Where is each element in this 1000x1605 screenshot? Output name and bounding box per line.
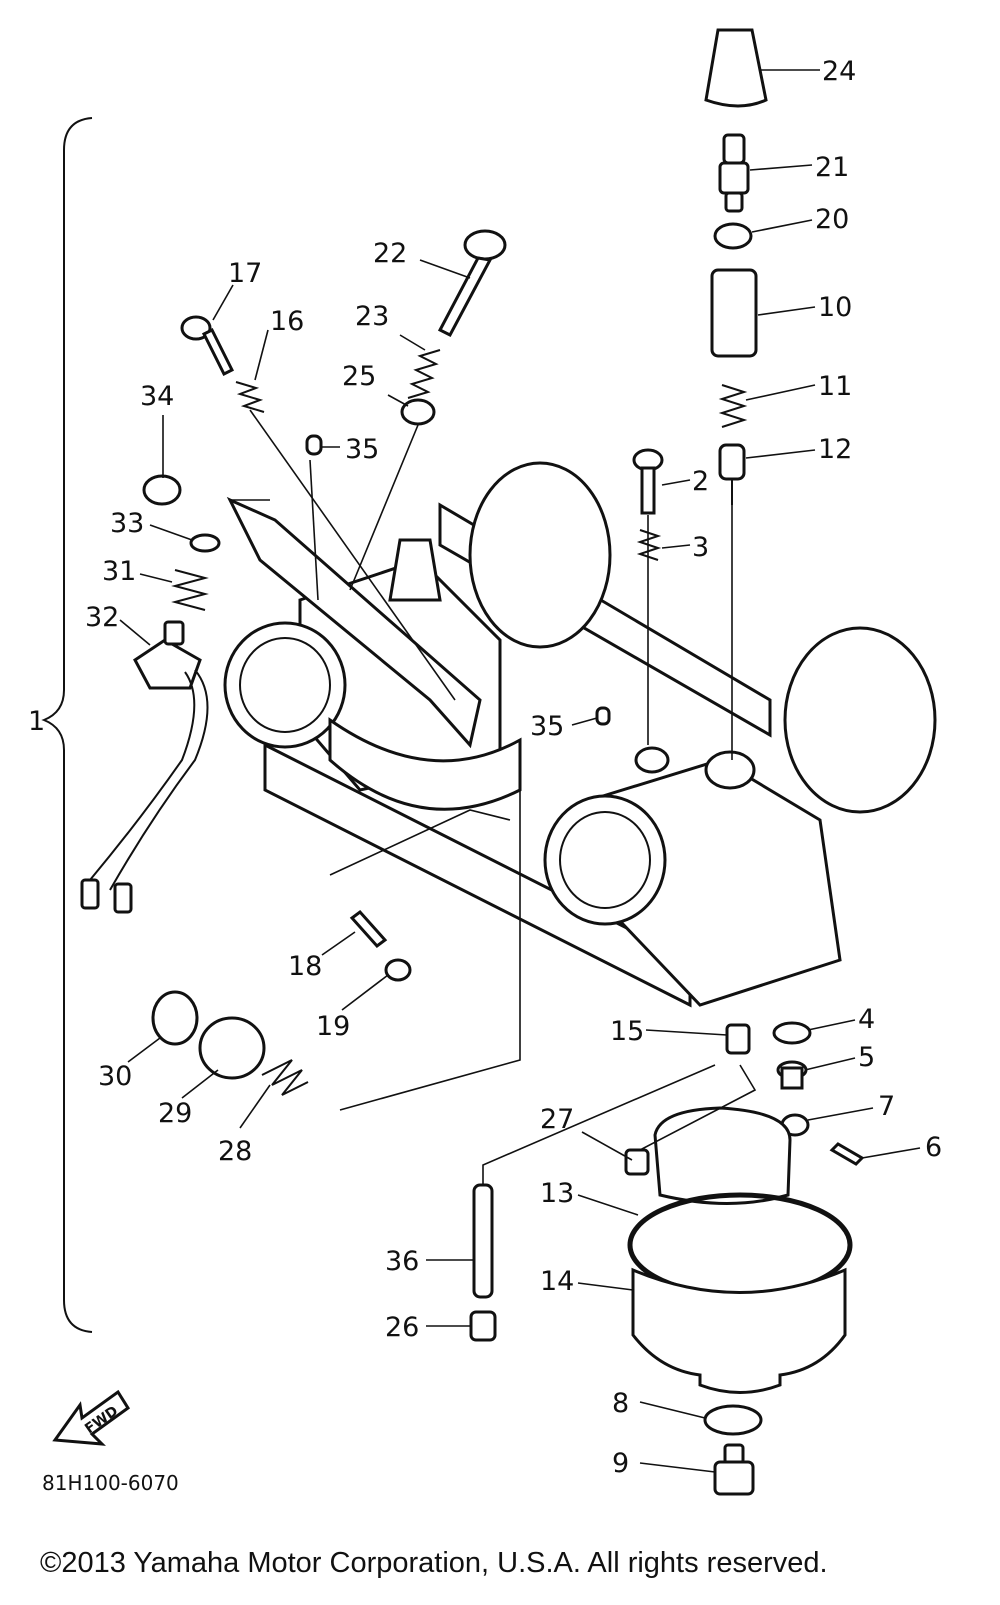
float <box>653 1106 792 1205</box>
part-28-spring <box>261 1059 309 1096</box>
part-10-mixing-chamber-top <box>710 268 758 358</box>
part-35-jet-lower <box>595 706 611 726</box>
assembly-bracket <box>41 117 93 1333</box>
part-30-collar <box>151 990 199 1046</box>
part-2-screw <box>632 448 664 515</box>
copyright-notice: ©2013 Yamaha Motor Corporation, U.S.A. A… <box>40 1547 828 1579</box>
callout-4: 4 <box>858 1004 875 1035</box>
part-36-emulsion-tube <box>472 1183 494 1299</box>
part-4-washer <box>772 1021 812 1045</box>
forward-arrow-icon: FWD <box>52 1389 131 1446</box>
callout-12: 12 <box>818 434 852 465</box>
leader-lines <box>119 69 921 1473</box>
callout-7: 7 <box>878 1091 895 1122</box>
callout-30: 30 <box>98 1061 132 1092</box>
reference-lines <box>230 409 757 1185</box>
callout-36: 36 <box>385 1246 419 1277</box>
part-26-jet <box>469 1310 497 1342</box>
part-9-drain-plug <box>713 1443 755 1496</box>
callout-33: 33 <box>110 508 144 539</box>
callout-28: 28 <box>218 1136 252 1167</box>
callout-29: 29 <box>158 1098 192 1129</box>
part-19-clip <box>384 958 412 982</box>
callout-3: 3 <box>692 532 709 563</box>
callout-21: 21 <box>815 152 849 183</box>
callout-20: 20 <box>815 204 849 235</box>
callout-10: 10 <box>818 292 852 323</box>
part-33-washer <box>189 533 221 553</box>
part-15-jet <box>725 1023 751 1055</box>
part-25-collar <box>400 398 436 426</box>
callout-1: 1 <box>28 706 45 737</box>
callout-16: 16 <box>270 306 304 337</box>
part-11-spring <box>718 384 748 428</box>
callout-35-lower: 35 <box>530 711 564 742</box>
callout-25: 25 <box>342 361 376 392</box>
callout-11: 11 <box>818 371 852 402</box>
callout-9: 9 <box>612 1448 629 1479</box>
part-8-washer <box>703 1404 763 1436</box>
callout-8: 8 <box>612 1388 629 1419</box>
part-17-screw <box>180 315 235 377</box>
part-34-cap <box>142 474 182 506</box>
carburetor-body <box>223 461 937 1008</box>
part-6-pin <box>829 1142 865 1166</box>
callout-23: 23 <box>355 301 389 332</box>
diagram-code: 81H100-6070 <box>42 1471 179 1495</box>
callout-35-upper: 35 <box>345 434 379 465</box>
callout-labels: 1 2 3 4 5 6 7 8 9 10 11 12 13 14 15 16 1… <box>28 56 942 1479</box>
part-35-jet-upper <box>305 434 323 456</box>
part-21-adjuster <box>718 133 750 213</box>
part-20-nut <box>713 222 753 250</box>
part-31-spring <box>171 569 209 611</box>
callout-31: 31 <box>102 556 136 587</box>
callout-13: 13 <box>540 1178 574 1209</box>
callout-2: 2 <box>692 466 709 497</box>
part-16-spring <box>235 381 265 413</box>
part-27-screw <box>624 1148 650 1176</box>
callout-26: 26 <box>385 1312 419 1343</box>
part-12-plunger <box>718 443 746 505</box>
callout-22: 22 <box>373 238 407 269</box>
callout-6: 6 <box>925 1132 942 1163</box>
part-24-cap <box>704 28 768 108</box>
part-5-bolt <box>776 1060 808 1090</box>
part-14-float-bowl <box>631 1267 847 1394</box>
part-3-spring <box>636 529 662 561</box>
callout-14: 14 <box>540 1266 574 1297</box>
callout-15: 15 <box>610 1016 644 1047</box>
callout-5: 5 <box>858 1042 875 1073</box>
callout-17: 17 <box>228 258 262 289</box>
callout-27: 27 <box>540 1104 574 1135</box>
callout-24: 24 <box>822 56 856 87</box>
callout-34: 34 <box>140 381 174 412</box>
part-22-screw <box>437 229 507 337</box>
part-29-sleeve <box>198 1016 266 1080</box>
part-32-sensor <box>80 620 209 914</box>
part-18-pin <box>349 909 388 949</box>
callout-32: 32 <box>85 602 119 633</box>
callout-19: 19 <box>316 1011 350 1042</box>
part-23-spring <box>407 349 441 399</box>
callout-18: 18 <box>288 951 322 982</box>
